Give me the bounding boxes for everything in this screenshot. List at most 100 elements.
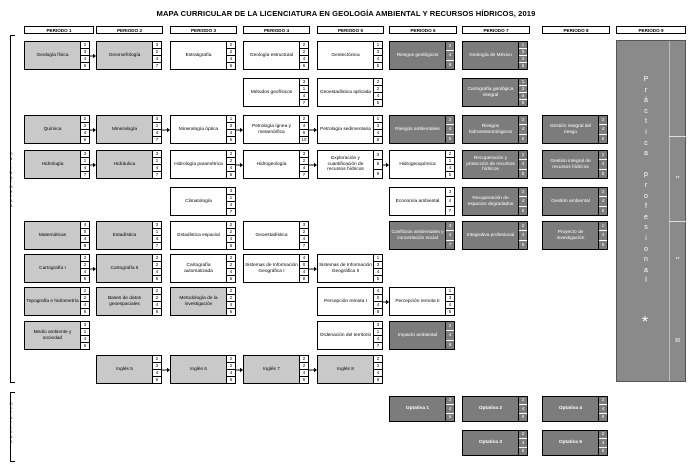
course-hours-value: 6 bbox=[519, 168, 527, 178]
course-hours-value: 2 bbox=[153, 261, 161, 268]
course-hours-value: 1 bbox=[376, 42, 380, 47]
course-name: Gestión ambiental bbox=[551, 198, 590, 204]
course-hours-value: 4 bbox=[519, 55, 527, 62]
course-hours-value: 2 bbox=[153, 362, 161, 369]
course-hours-value: 2 bbox=[155, 255, 159, 260]
course-hours-value: 4 bbox=[300, 55, 308, 62]
side-letter: T bbox=[9, 419, 13, 425]
side-letter: V bbox=[9, 429, 13, 435]
course-hours-value: 6 bbox=[446, 133, 454, 143]
course-name: Geología estructural bbox=[249, 52, 294, 58]
course-name-cell: Hidrogeología bbox=[243, 150, 300, 179]
course-name: Ordenación del territorio bbox=[319, 332, 372, 338]
course-hours-value: 6 bbox=[599, 133, 607, 143]
course-hours-value: 4 bbox=[227, 268, 235, 275]
course-hours-value: 2 bbox=[601, 188, 605, 194]
course-hours-value: 4 bbox=[81, 235, 89, 242]
arrow-right-icon bbox=[309, 266, 317, 271]
practica-letter: a bbox=[644, 150, 648, 158]
course-hours-value: 6 bbox=[81, 62, 89, 69]
course-name-cell: Optativa 1 bbox=[389, 396, 446, 422]
course-hours-value: 4 bbox=[446, 330, 454, 339]
course-name: Topografía e hidrometría bbox=[26, 298, 79, 304]
side-letter: O bbox=[9, 401, 13, 406]
course-name: Hidrogeología bbox=[256, 161, 287, 167]
course-hours-value: 5 bbox=[519, 62, 527, 69]
arrow-right-icon bbox=[162, 127, 170, 132]
course-hours-value: 3 bbox=[302, 222, 306, 227]
practica-letter: i bbox=[645, 234, 647, 242]
course-hours-value: 1 bbox=[153, 228, 161, 235]
course-name-cell: Inglés 5 bbox=[96, 355, 153, 384]
course-hours-value: 4 bbox=[153, 164, 161, 171]
course-hours-value: 2 bbox=[448, 322, 452, 328]
course-hours-value: 4 bbox=[374, 92, 382, 99]
practica-letter: o bbox=[644, 192, 648, 200]
course-hours-value: 7 bbox=[300, 171, 308, 178]
course-hours-value: 2 bbox=[374, 362, 382, 369]
course-hours-value: 4 bbox=[300, 92, 308, 99]
page-title: MAPA CURRICULAR DE LA LICENCIATURA EN GE… bbox=[156, 9, 536, 18]
course-name-cell: Sistemas de Información Geográfica II bbox=[317, 254, 374, 283]
course-hours-value: 4 bbox=[446, 164, 454, 171]
period-header-1: PERIODO 1 bbox=[24, 26, 94, 34]
practica-letter: n bbox=[644, 256, 648, 264]
course-name: Hidrogeoquímica bbox=[399, 161, 436, 167]
course-hours-value: 4 bbox=[81, 268, 89, 275]
course-hours-value: 4 bbox=[519, 404, 527, 412]
arrow-right-icon bbox=[90, 127, 96, 132]
course-name-cell: Hidrología bbox=[24, 150, 81, 179]
course-name: Geología de México bbox=[469, 52, 512, 58]
practica-letter: f bbox=[645, 203, 647, 211]
period-header-5: PERIODO 5 bbox=[317, 26, 384, 34]
course-hours-value: 6 bbox=[227, 62, 235, 69]
course-hours-value: 6 bbox=[227, 275, 235, 282]
course-name: Estadística bbox=[112, 232, 137, 238]
course-hours-value: 6 bbox=[446, 339, 454, 349]
practica-letter: r bbox=[644, 86, 648, 94]
obligatorias-brace bbox=[10, 35, 15, 383]
course-hours-value: 6 bbox=[300, 376, 308, 383]
course-name-cell: Geoestadística bbox=[243, 221, 300, 250]
course-name: Proyecto de investigación bbox=[556, 229, 585, 241]
course-hours-value: 1 bbox=[521, 42, 525, 47]
course-hours-value: 2 bbox=[302, 116, 306, 121]
course-name-cell: Geología estructural bbox=[243, 41, 300, 70]
course-hours-value: 6 bbox=[446, 59, 454, 69]
course-hours-value: 2 bbox=[83, 255, 87, 260]
course-hours-value: 2 bbox=[521, 151, 525, 157]
course-name-cell: Percepción remota I bbox=[317, 287, 374, 316]
course-hours-value: 0 bbox=[300, 261, 308, 268]
period-header-2: PERIODO 2 bbox=[96, 26, 163, 34]
course-name: Percepción remota I bbox=[324, 298, 367, 304]
practica-credits-column bbox=[669, 41, 687, 381]
course-hours-value: 8 bbox=[300, 275, 308, 282]
course-name: Medio ambiente y sociedad bbox=[33, 329, 72, 341]
